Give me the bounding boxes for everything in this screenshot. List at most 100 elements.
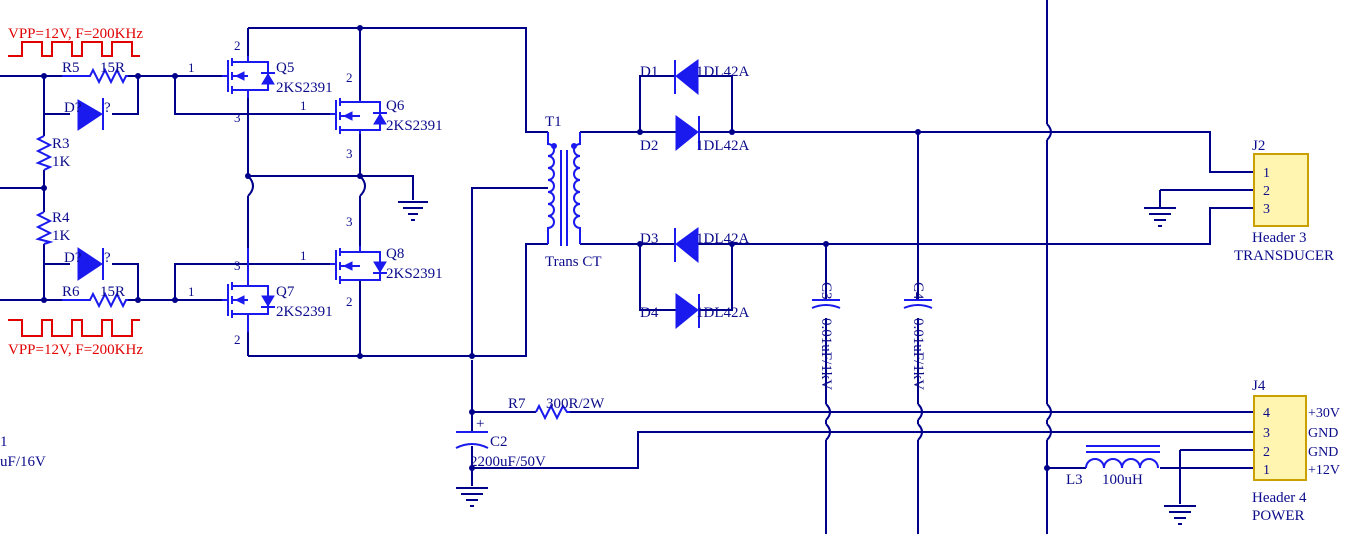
resistor-r6: R6 15R	[62, 284, 128, 309]
transformer-t1: T1 Trans CT	[545, 114, 602, 270]
wire-hops	[247, 123, 1052, 441]
c4-value: 0.01uF/1kV	[910, 318, 926, 390]
q5-ref: Q5	[276, 60, 294, 76]
inductor-l3: L3 100uH	[1066, 445, 1160, 488]
r5-value: 15R	[100, 60, 125, 76]
ground-symbol-j2	[1144, 207, 1176, 227]
mosfet-q5: 1 2 3 Q5 2KS2391	[188, 38, 333, 125]
header-j4: J4 4 3 2 1 +30V GND GND +12V Header 4 PO…	[1252, 378, 1340, 524]
j4-pin-1: 1	[1263, 463, 1270, 478]
capacitor-c2: + C2 2200uF/50V	[455, 416, 546, 470]
c4-ref: C4	[910, 282, 926, 300]
mosfet-q6: 1 2 3 Q6 2KS2391	[300, 70, 443, 161]
d-bottom-ref: D?	[64, 250, 82, 266]
q8-ref: Q8	[386, 246, 404, 262]
r5-ref: R5	[62, 60, 80, 76]
mosfet-q8: 1 3 2 Q8 2KS2391	[300, 214, 443, 309]
j2-ref: J2	[1252, 138, 1265, 154]
diode-d1: D1 1DL42A	[640, 59, 749, 96]
wires	[0, 0, 1254, 534]
d-top-value: ?	[104, 100, 111, 116]
c2-value: 2200uF/50V	[470, 454, 546, 470]
diode-d4: D4 1DL42A	[640, 293, 749, 330]
j4-type: Header 4	[1252, 490, 1307, 506]
capacitor-c4: C4 0.01uF/1kV	[903, 282, 933, 390]
q5-pin-gate: 1	[188, 60, 195, 75]
resistor-r5: R5 15R	[62, 60, 128, 85]
ground-symbol-c2	[456, 487, 488, 507]
r4-value: 1K	[52, 228, 71, 244]
c2-polarity: +	[476, 416, 484, 432]
ground-symbol-center	[398, 201, 428, 221]
diode-d3: D3 1DL42A	[640, 227, 749, 264]
q7-part: 2KS2391	[276, 304, 333, 320]
r6-value: 15R	[100, 284, 125, 300]
d3-ref: D3	[640, 231, 658, 247]
q8-part: 2KS2391	[386, 266, 443, 282]
q6-pin-drain: 2	[346, 70, 353, 85]
c3-ref: C3	[818, 282, 834, 300]
signal-label-bottom: VPP=12V, F=200KHz	[8, 342, 143, 358]
diode-d-bottom: D? ?	[64, 247, 111, 281]
resistor-r3: R3 1K	[35, 135, 71, 171]
t1-ref: T1	[545, 114, 562, 130]
j4-pin-3: 3	[1263, 426, 1270, 441]
l3-value: 100uH	[1102, 472, 1143, 488]
j4-net-gnd-a: GND	[1308, 426, 1338, 441]
j2-type: Header 3	[1252, 230, 1307, 246]
t1-value: Trans CT	[545, 254, 602, 270]
q6-pin-source: 3	[346, 146, 353, 161]
left-cap-value: uF/16V	[0, 454, 46, 470]
d1-part: 1DL42A	[696, 64, 749, 80]
q6-ref: Q6	[386, 98, 405, 114]
j4-pin-4: 4	[1263, 406, 1270, 421]
d-top-ref: D?	[64, 100, 82, 116]
junctions	[41, 25, 1050, 471]
ground-symbol-j4	[1164, 505, 1196, 525]
signal-label-top: VPP=12V, F=200KHz	[8, 26, 143, 42]
left-cap-ref: 1	[0, 434, 8, 450]
q5-pin-source: 3	[234, 110, 241, 125]
d3-part: 1DL42A	[696, 231, 749, 247]
q7-pin-drain: 2	[234, 332, 241, 347]
q8-pin-gate: 1	[300, 248, 307, 263]
q5-pin-drain: 2	[234, 38, 241, 53]
d2-part: 1DL42A	[696, 138, 749, 154]
signal-waveform-bottom	[8, 319, 140, 337]
c2-ref: C2	[490, 434, 508, 450]
j4-net-gnd-b: GND	[1308, 445, 1338, 460]
r7-value: 300R/2W	[546, 396, 605, 412]
resistor-r7: R7 300R/2W	[508, 396, 605, 421]
j2-label: TRANSDUCER	[1234, 248, 1334, 264]
q6-pin-gate: 1	[300, 98, 307, 113]
j4-net-30v: +30V	[1308, 406, 1340, 421]
capacitor-c3: C3 0.01uF/1kV	[811, 282, 841, 390]
r7-ref: R7	[508, 396, 526, 412]
q7-pin-source: 3	[234, 258, 241, 273]
j2-pin-2: 2	[1263, 184, 1270, 199]
r6-ref: R6	[62, 284, 80, 300]
r3-value: 1K	[52, 154, 71, 170]
mosfet-q7: 1 3 2 Q7 2KS2391	[188, 248, 333, 347]
r3-ref: R3	[52, 136, 70, 152]
header-j2: J2 1 2 3 Header 3 TRANSDUCER	[1234, 138, 1334, 264]
j4-ref: J4	[1252, 378, 1266, 394]
q7-pin-gate: 1	[188, 284, 195, 299]
j4-net-12v: +12V	[1308, 463, 1340, 478]
c3-value: 0.01uF/1kV	[818, 318, 834, 390]
j4-label: POWER	[1252, 508, 1305, 524]
q6-part: 2KS2391	[386, 118, 443, 134]
d4-ref: D4	[640, 305, 659, 321]
r4-ref: R4	[52, 210, 70, 226]
q8-pin-drain: 2	[346, 294, 353, 309]
l3-ref: L3	[1066, 472, 1083, 488]
d1-ref: D1	[640, 64, 658, 80]
resistor-r4: R4 1K	[35, 210, 71, 245]
signal-waveform-top	[8, 41, 140, 57]
q7-ref: Q7	[276, 284, 295, 300]
j2-pin-3: 3	[1263, 202, 1270, 217]
q5-part: 2KS2391	[276, 80, 333, 96]
d-bottom-value: ?	[104, 250, 111, 266]
j2-pin-1: 1	[1263, 166, 1270, 181]
